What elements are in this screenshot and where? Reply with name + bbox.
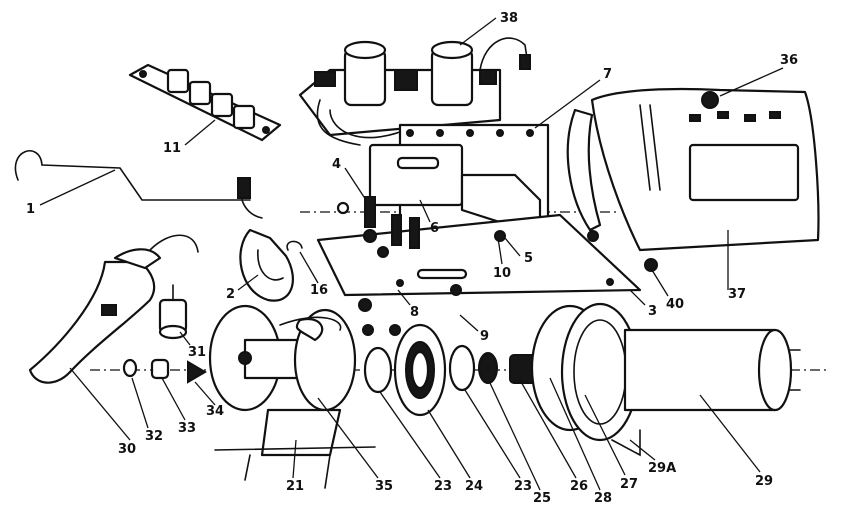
callout-7: 7 <box>603 67 612 82</box>
remote-plug <box>158 284 188 340</box>
callout-2: 2 <box>226 287 235 302</box>
cable-drum <box>208 304 357 412</box>
callout-33: 33 <box>178 421 196 436</box>
callout-29: 29 <box>755 474 773 489</box>
callout-30: 30 <box>118 442 136 457</box>
callout-8: 8 <box>410 305 419 320</box>
callout-37: 37 <box>728 287 746 302</box>
callout-23-left: 23 <box>434 479 452 494</box>
callout-24: 24 <box>465 479 483 494</box>
callout-34: 34 <box>206 404 224 419</box>
brake-assembly <box>530 302 641 457</box>
terminal-strip <box>128 63 282 142</box>
callout-32: 32 <box>145 429 163 444</box>
callout-11: 11 <box>163 141 181 156</box>
spacer-25 <box>478 352 498 384</box>
bushing-23-left <box>363 346 393 394</box>
callout-40: 40 <box>666 297 684 312</box>
remote-control-handle <box>28 234 199 384</box>
callout-21: 21 <box>286 479 304 494</box>
ring-gear-24 <box>393 323 447 417</box>
callout-4: 4 <box>332 157 341 172</box>
callout-3: 3 <box>648 304 657 319</box>
callout-26: 26 <box>570 479 588 494</box>
motor-29 <box>623 328 801 412</box>
callout-29a: 29A <box>648 461 676 476</box>
hardware-bolts <box>286 196 658 336</box>
bushing-33 <box>150 358 170 380</box>
callout-leaders <box>39 17 784 491</box>
hand-saver-strap <box>14 150 251 201</box>
callout-25: 25 <box>533 491 551 506</box>
callout-31: 31 <box>188 345 206 360</box>
callout-27: 27 <box>620 477 638 492</box>
callout-6: 6 <box>430 221 439 236</box>
callout-28: 28 <box>594 491 612 506</box>
callout-16: 16 <box>310 283 328 298</box>
callout-35: 35 <box>375 479 393 494</box>
callout-38: 38 <box>500 11 518 26</box>
callout-1: 1 <box>26 202 35 217</box>
callout-5: 5 <box>524 251 533 266</box>
washer-32 <box>122 358 138 378</box>
solenoid-assembly <box>298 37 531 146</box>
callout-36: 36 <box>780 53 798 68</box>
wing-nut-34 <box>187 360 207 384</box>
callout-23-right: 23 <box>514 479 532 494</box>
callout-9: 9 <box>480 329 489 344</box>
callout-10: 10 <box>493 266 511 281</box>
winch-cover-37 <box>566 87 820 252</box>
bushing-23-right <box>448 344 476 392</box>
hook-assembly <box>237 177 294 302</box>
